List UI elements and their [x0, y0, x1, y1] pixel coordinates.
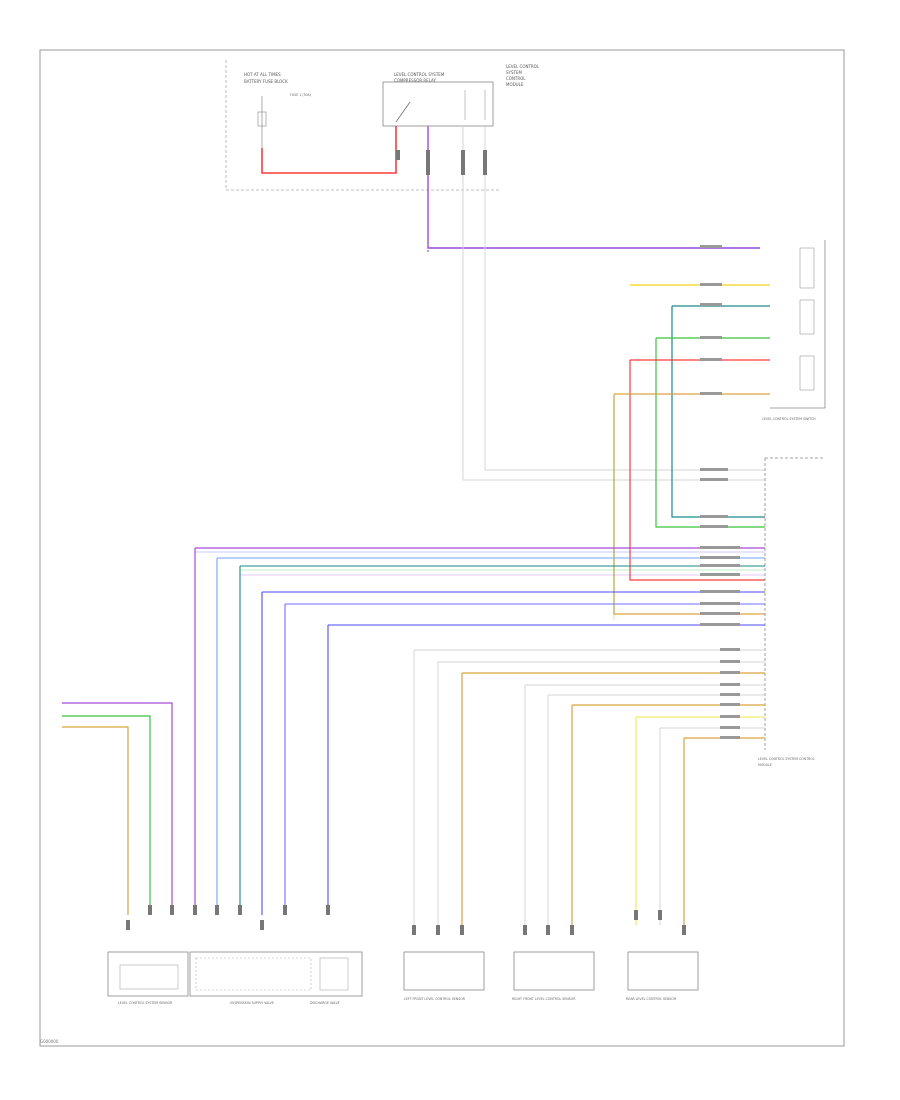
wire-yellow-rear: [635, 716, 765, 925]
lf-sensor-component: LEFT FRONT LEVEL CONTROL SENSOR: [403, 951, 485, 1001]
fuse-block-label-2: BATTERY FUSE BLOCK: [244, 79, 288, 84]
outer-frame: [39, 49, 845, 1047]
bottom-label-2: DISCHARGE VALVE: [310, 1001, 340, 1005]
rf-sensor-component: RIGHT FRONT LEVEL CONTROL SENSOR: [512, 951, 595, 1001]
svg-text:MODULE: MODULE: [506, 82, 524, 87]
wire-blue-bus-4: [327, 624, 765, 915]
fuse-label: FUSE 1 (30A): [290, 93, 311, 97]
bottom-label-1: SUSPENSION SUPPLY VALVE: [230, 1001, 274, 1005]
svg-text:CONTROL: CONTROL: [506, 76, 526, 81]
page-id: G000000: [40, 1039, 59, 1044]
svg-text:LEVEL CONTROL: LEVEL CONTROL: [506, 64, 540, 69]
control-module: LEVEL CONTROL SYSTEM CONTROL MODULE: [758, 457, 825, 767]
bottom-label-5: REAR LEVEL CONTROL SENSOR: [626, 997, 677, 1001]
wire-gray-1: [462, 126, 765, 481]
wire-tan-left: [62, 726, 129, 915]
suspension-valve-component: SUSPENSION SUPPLY VALVE DISCHARGE VALVE: [189, 951, 363, 1005]
wire-violet-relay: [427, 126, 760, 249]
fuse-block: HOT AT ALL TIMES BATTERY FUSE BLOCK FUSE…: [225, 60, 500, 191]
module-label-2: MODULE: [758, 763, 772, 767]
wire-red-power: [261, 126, 397, 174]
fuse-block-label-1: HOT AT ALL TIMES: [244, 72, 281, 77]
relay-label-2: COMPRESSOR RELAY: [394, 78, 436, 83]
wire-violet-bus: [194, 547, 765, 915]
svg-text:SYSTEM: SYSTEM: [506, 70, 522, 75]
level-sensor-component: LEVEL CONTROL SYSTEM SENSOR: [107, 951, 189, 1005]
wire-green-switch: [655, 337, 770, 528]
wire-gray-lf-1: [413, 649, 765, 925]
bottom-label-4: RIGHT FRONT LEVEL CONTROL SENSOR: [512, 997, 576, 1001]
control-module-top-label: LEVEL CONTROL SYSTEM CONTROL MODULE: [506, 64, 540, 87]
wire-blue-bus-3: [284, 603, 765, 915]
wire-gray-lf-2: [437, 661, 765, 925]
wire-gray-rf-2: [547, 694, 765, 925]
wire-tan-rear: [683, 737, 765, 925]
relay-label-1: LEVEL CONTROL SYSTEM: [394, 72, 445, 77]
bottom-label-3: LEFT FRONT LEVEL CONTROL SENSOR: [404, 997, 466, 1001]
wire-teal-bus: [239, 565, 765, 915]
module-pin-tags: [700, 245, 740, 739]
wire-blue-bus-2: [261, 591, 765, 915]
bottom-label-0: LEVEL CONTROL SYSTEM SENSOR: [118, 1001, 173, 1005]
wire-gray-2: [484, 126, 765, 471]
connector-pins: [126, 150, 686, 935]
wire-tan-switch: [613, 393, 770, 615]
wire-gray-rf-1: [524, 684, 765, 925]
rear-sensor-component: REAR LEVEL CONTROL SENSOR: [626, 951, 699, 1001]
wire-violet-left: [62, 702, 173, 915]
compressor-relay: LEVEL CONTROL SYSTEM COMPRESSOR RELAY: [382, 72, 494, 127]
wire-lightblue-bus: [216, 557, 765, 915]
level-control-switch: LEVEL CONTROL SYSTEM SWITCH: [762, 240, 826, 421]
wire-gray-rear: [659, 727, 765, 925]
wire-green-left: [62, 715, 151, 915]
switch-label: LEVEL CONTROL SYSTEM SWITCH: [762, 417, 816, 421]
module-label-1: LEVEL CONTROL SYSTEM CONTROL: [758, 757, 815, 761]
wire-tan-lf: [461, 672, 765, 925]
